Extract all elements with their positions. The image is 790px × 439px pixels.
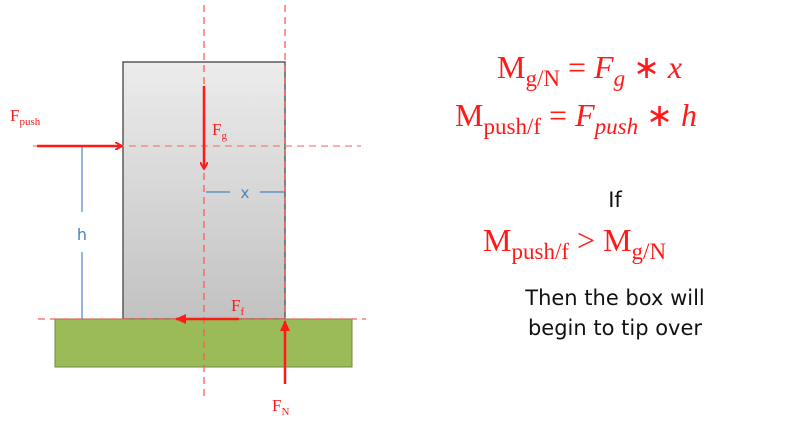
tip-condition: Mpush/f > Mg/N (483, 222, 666, 265)
eq1-times: ∗ (633, 49, 660, 85)
eq2-lhs: M (455, 97, 484, 133)
normal-force-label: FN (272, 396, 289, 418)
condition-rhs: M (603, 222, 632, 258)
eq2-rhs-sub: push (594, 113, 639, 140)
eq1-var: x (667, 49, 683, 85)
tipping-box-diagram: h x Fpush Fg Ff FN (10, 5, 366, 418)
conclusion-line-1: Then the box will (525, 286, 705, 310)
friction-force-label: Ff (231, 296, 244, 318)
eq2-times: ∗ (646, 97, 673, 133)
eq2-op: = (549, 97, 568, 133)
eq1-rhs: F (594, 49, 614, 85)
moment-gravity-equation: Mg/N = Fg ∗ x (497, 48, 682, 92)
condition-rhs-sub: g/N (631, 238, 667, 265)
conclusion-line-2: begin to tip over (527, 316, 703, 340)
moment-push-equation: Mpush/f = Fpush ∗ h (455, 96, 697, 140)
gravity-force-label: Fg (212, 120, 227, 142)
condition-lhs-sub: push/f (511, 238, 570, 265)
condition-lhs: M (483, 222, 512, 258)
eq2-lhs-sub: push/f (483, 113, 542, 140)
eq1-lhs: M (497, 49, 526, 85)
eq2-var: h (680, 97, 697, 133)
h-label: h (77, 225, 87, 244)
eq1-lhs-sub: g/N (525, 65, 560, 92)
eq1-op: = (568, 49, 587, 85)
eq2-rhs: F (575, 97, 595, 133)
x-label: x (241, 184, 250, 202)
if-label: If (608, 188, 622, 212)
condition-op: > (577, 222, 596, 258)
push-force-label: Fpush (10, 106, 41, 128)
eq1-rhs-sub: g (613, 65, 626, 92)
